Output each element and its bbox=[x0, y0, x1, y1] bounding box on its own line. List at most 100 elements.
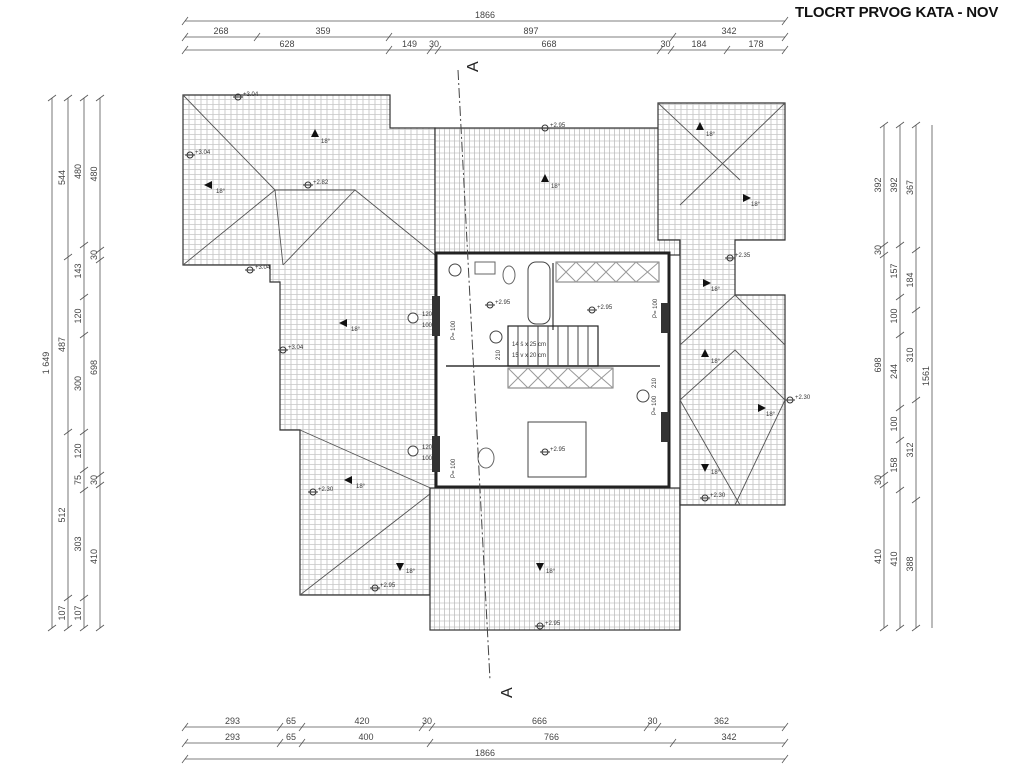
dimension-label: 120 bbox=[73, 308, 83, 323]
door-label: 210 bbox=[652, 377, 658, 388]
elevation-label: +3.04 bbox=[288, 345, 304, 351]
slope-label: 18° bbox=[751, 202, 761, 208]
slope-arrow-icon bbox=[311, 129, 319, 137]
slope-label: 18° bbox=[321, 139, 331, 145]
dimension-tick bbox=[879, 471, 889, 479]
window-label: 120 bbox=[422, 312, 433, 318]
dimension-label: 107 bbox=[57, 605, 67, 620]
elevation-label: +2.95 bbox=[380, 583, 396, 589]
dimension-label: 698 bbox=[89, 360, 99, 375]
dimension-label: 184 bbox=[905, 272, 915, 287]
dimension-tick bbox=[895, 624, 905, 632]
section-marker-top: A bbox=[465, 61, 482, 72]
slope-arrow-icon bbox=[701, 349, 709, 357]
dimension-label: 487 bbox=[57, 337, 67, 352]
drawing-title: TLOCRT PRVOG KATA - NOV bbox=[795, 4, 999, 21]
dimension-total: 1866 bbox=[475, 10, 495, 20]
dimension-tick bbox=[895, 404, 905, 412]
dimension-tick bbox=[79, 428, 89, 436]
dimension-label: 100 bbox=[889, 308, 899, 323]
dimension-tick bbox=[879, 481, 889, 489]
dimension-tick bbox=[47, 624, 57, 632]
dimension-tick bbox=[79, 594, 89, 602]
dimension-label: 392 bbox=[889, 177, 899, 192]
dimension-label: 666 bbox=[532, 716, 547, 726]
dimension-tick bbox=[781, 45, 789, 55]
dimension-tick bbox=[667, 45, 675, 55]
dimension-label: 178 bbox=[748, 39, 763, 49]
dimension-tick bbox=[79, 293, 89, 301]
elevation-label: +3.04 bbox=[255, 265, 271, 271]
dimension-label: 303 bbox=[73, 536, 83, 551]
dimension-label: 400 bbox=[358, 732, 373, 742]
dimension-label: 107 bbox=[73, 605, 83, 620]
dimension-label: 30 bbox=[660, 39, 670, 49]
dimension-tick bbox=[253, 32, 261, 42]
dimension-label: 420 bbox=[354, 716, 369, 726]
dimension-tick bbox=[911, 121, 921, 129]
dimension-label: 410 bbox=[873, 549, 883, 564]
dimension-label: 143 bbox=[73, 263, 83, 278]
elevation-marks: +3.04+3.04+2.82+3.04+3.04+2.95+2.95+2.95… bbox=[185, 92, 811, 630]
dimension-tick bbox=[79, 624, 89, 632]
dimension-tick bbox=[63, 624, 73, 632]
dimension-tick bbox=[181, 754, 189, 764]
dimension-tick bbox=[79, 466, 89, 474]
dimension-tick bbox=[781, 738, 789, 748]
slope-label: 18° bbox=[766, 412, 776, 418]
dimension-tick bbox=[781, 722, 789, 732]
dimension-label: 184 bbox=[691, 39, 706, 49]
dimension-label: 149 bbox=[402, 39, 417, 49]
elevation-label: +3.04 bbox=[243, 92, 259, 98]
roof-center-bottom bbox=[429, 487, 681, 631]
dimension-tick bbox=[879, 624, 889, 632]
dimension-label: 65 bbox=[286, 732, 296, 742]
slope-label: 18° bbox=[546, 569, 556, 575]
dimension-label: 362 bbox=[714, 716, 729, 726]
dimension-label: 293 bbox=[225, 716, 240, 726]
dimension-label: 65 bbox=[286, 716, 296, 726]
dimension-tick bbox=[895, 486, 905, 494]
dimension-tick bbox=[63, 94, 73, 102]
dimension-tick bbox=[879, 121, 889, 129]
dimension-tick bbox=[781, 32, 789, 42]
dimension-label: 30 bbox=[429, 39, 439, 49]
slope-label: 18° bbox=[551, 184, 561, 190]
dimension-label: 268 bbox=[213, 26, 228, 36]
slope-arrow-icon bbox=[758, 404, 766, 412]
door-label: 210 bbox=[496, 349, 502, 360]
dimension-tick bbox=[428, 722, 436, 732]
dimension-label: 480 bbox=[89, 166, 99, 181]
dimension-tick bbox=[911, 496, 921, 504]
dimension-tick bbox=[63, 253, 73, 261]
dimension-label: 628 bbox=[279, 39, 294, 49]
dimension-label: 157 bbox=[889, 263, 899, 278]
roof-center-top bbox=[434, 127, 681, 256]
elevation-label: +2.95 bbox=[550, 447, 566, 453]
interior: 14 š x 25 cm 15 v x 20 cm 120 100 120 10… bbox=[407, 251, 671, 489]
dimension-tick bbox=[95, 256, 105, 264]
elevation-label: +2.35 bbox=[735, 253, 751, 259]
dimension-label: 359 bbox=[315, 26, 330, 36]
dimension-label: 410 bbox=[89, 549, 99, 564]
dimension-tick bbox=[385, 45, 393, 55]
dimension-label: 158 bbox=[889, 457, 899, 472]
slope-arrow-icon bbox=[696, 122, 704, 130]
slope-label: 18° bbox=[216, 189, 226, 195]
dimension-label: 312 bbox=[905, 442, 915, 457]
dimension-tick bbox=[276, 738, 284, 748]
dimension-tick bbox=[276, 722, 284, 732]
dimension-tick bbox=[95, 624, 105, 632]
slope-label: 18° bbox=[711, 470, 721, 476]
slope-label: 18° bbox=[351, 327, 361, 333]
dimension-tick bbox=[656, 45, 664, 55]
dimension-tick bbox=[911, 246, 921, 254]
elevation-label: +2.95 bbox=[597, 305, 613, 311]
dimension-tick bbox=[181, 722, 189, 732]
window-label: 120 bbox=[422, 445, 433, 451]
dimension-tick bbox=[418, 722, 426, 732]
dimension-tick bbox=[95, 94, 105, 102]
dimension-tick bbox=[181, 45, 189, 55]
dimension-label: 30 bbox=[873, 245, 883, 255]
